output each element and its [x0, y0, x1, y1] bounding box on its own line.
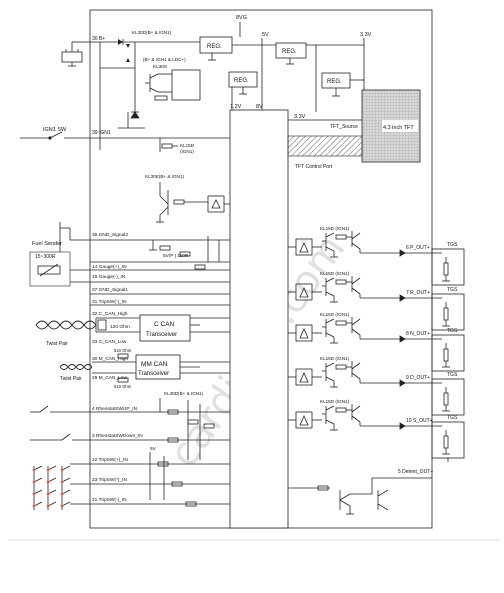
output-channels: KL15D (IGN1) 6 P_OUT+ TGS KL15D (IGN1) 7 R_O…: [288, 226, 465, 462]
trip-neg-label: 21 TripSW(-)_IN: [92, 497, 127, 503]
mmcan-transceiver: [135, 354, 181, 380]
v33b-label: 3.3V: [294, 114, 306, 120]
trip-switch-ladder: [33, 452, 230, 510]
detent-driver: [288, 477, 432, 515]
regulator-2: [275, 42, 307, 59]
mmcan-res1-label: 510 Ohm: [114, 348, 132, 353]
mmcan-pair-label: Twist Pair: [60, 376, 82, 382]
rheostat-input-circuit: [30, 398, 230, 460]
mmcan-twist-pair: [59, 364, 93, 370]
gauge-neg-label: 16 Gauge(-)_IN: [92, 274, 126, 280]
kl30d-label: KL30D(B+ & IGN1): [132, 30, 172, 35]
output-pin-label: 8 N_OUT+: [406, 331, 430, 337]
inputs-v5-label: 5V: [150, 446, 157, 452]
ccan-pair-label: Twist Pair: [46, 341, 68, 347]
v5-label: 5V: [262, 32, 269, 38]
output-kl15d-label: KL15D (IGN1): [320, 312, 350, 317]
pin-30-label: 30 B+: [92, 36, 105, 42]
tft-port-label: TFT Control Port: [295, 164, 333, 170]
output-kl15d-label: KL15D (IGN1): [320, 399, 350, 404]
reg-label-2: REG.: [282, 49, 297, 55]
fuel-sender-label: Fuel Sender: [32, 241, 62, 247]
trip-neg-top-label: 31 TripSW(-)_IN: [92, 299, 127, 305]
mmcan-chip-title: MM CAN: [141, 361, 168, 368]
ccan-chip-title: C CAN: [154, 321, 175, 328]
tgs-label: TGS: [447, 287, 458, 293]
ccan-ohm-label: 120 Ohm: [110, 324, 130, 330]
gnd-signal1-label: 37 GND_Signal1: [92, 287, 128, 293]
ign-switch-label: IGN1 SW: [43, 127, 67, 133]
output-pin-label: 10 S_OUT+: [406, 418, 433, 424]
output-pin-label: 9 D_OUT+: [406, 375, 430, 381]
power-switch-transistors: [118, 69, 201, 129]
fuel-sender-resistor: [37, 263, 61, 277]
ign-ldc-label: (B+ & IGN1 & LDC+): [143, 57, 186, 62]
tft-control-bus: [287, 135, 363, 157]
mmcan-high-label: 30 M_CAN_High: [92, 356, 128, 362]
reg-label-4: REG.: [327, 79, 342, 85]
output-channel-4: KL15D (IGN1) 9 D_OUT+ TGS: [288, 356, 465, 416]
ccan-twist-pair: [35, 320, 97, 330]
kl30e-label: KL30E(B+ & IGN1): [145, 174, 184, 179]
fuel-sender-box: [29, 251, 71, 287]
mmcan-low-label: 29 M_CAN_Low: [92, 375, 127, 381]
tft-size-label: 4.3 inch TFT: [383, 125, 414, 131]
detent-label: 5 Detent_OUT+: [398, 469, 433, 475]
trip-switch-contacts: [32, 468, 64, 508]
tgs-label: TGS: [447, 372, 458, 378]
gauge-pos-label: 14 Gauge(+)_IN: [92, 264, 127, 270]
gnd-signal2-label: 36 GND_Signal2: [92, 232, 128, 238]
reg-label-1: REG.: [207, 44, 222, 50]
tgs-label: TGS: [447, 242, 458, 248]
output-pin-label: 7 R_OUT+: [406, 290, 430, 296]
ccan-low-label: 33 C_CAN_Low: [92, 339, 127, 345]
output-channel-2: KL15D (IGN1) 7 R_OUT+ TGS: [288, 271, 465, 331]
output-kl15d-label: KL15D (IGN1): [320, 226, 350, 231]
ign-switch: [20, 131, 230, 140]
v8-label: 8V: [256, 104, 263, 110]
output-kl15d-label: KL15D (IGN1): [320, 271, 350, 276]
output-channel-5: KL15D (IGN1) 10 S_OUT+ TGS: [288, 399, 465, 459]
mcu-block: [229, 109, 289, 529]
kl15d-sub-label: (IGN1): [180, 149, 194, 154]
kl15d-label: KL15D: [180, 143, 195, 148]
output-pin-label: 6 P_OUT+: [406, 245, 430, 251]
output-channel-3: KL15D (IGN1) 8 N_OUT+ TGS: [288, 312, 465, 372]
diode-icon: [118, 39, 123, 45]
inputs-kl30d-label: KL30D(B+ & IGN1): [164, 391, 204, 396]
rheostat-up-label: 4 RheostatSWUP_IN: [92, 406, 138, 412]
ccan-transceiver: [139, 314, 191, 342]
tft-source-label: TFT_Source: [330, 124, 358, 130]
v12-label: 1.2V: [230, 104, 242, 110]
output-kl15d-label: KL15D (IGN1): [320, 356, 350, 361]
v8g-label: 8VG: [236, 15, 247, 21]
reg-label-3: REG.: [234, 78, 249, 84]
mmcan-res2-label: 510 Ohm: [114, 384, 132, 389]
tgs-label: TGS: [447, 328, 458, 334]
v33-label: 3.3V: [360, 32, 372, 38]
pullup-label: 5V/P | 110R: [163, 253, 189, 259]
fuel-range-label: 15~300R: [35, 254, 56, 260]
ign-pin-label: 39 IGN1: [92, 130, 111, 136]
rheostat-down-label: 3 RheostatSWDown_IN: [92, 433, 143, 439]
tgs-label: TGS: [447, 415, 458, 421]
mmcan-chip-sub: Transceiver: [138, 371, 169, 377]
trip-pos-label: 22 TripSW(+)_IN: [92, 457, 128, 463]
ccan-high-label: 32 C_CAN_High: [92, 311, 128, 317]
kl30e-driver: [156, 182, 230, 223]
trip-sw-label: 23 TripSW(*)_IN: [92, 477, 127, 483]
ccan-chip-sub: Transceiver: [146, 332, 177, 338]
kl30g-label: KL30G: [153, 64, 168, 69]
output-channel-1: KL15D (IGN1) 6 P_OUT+ TGS: [288, 226, 465, 286]
